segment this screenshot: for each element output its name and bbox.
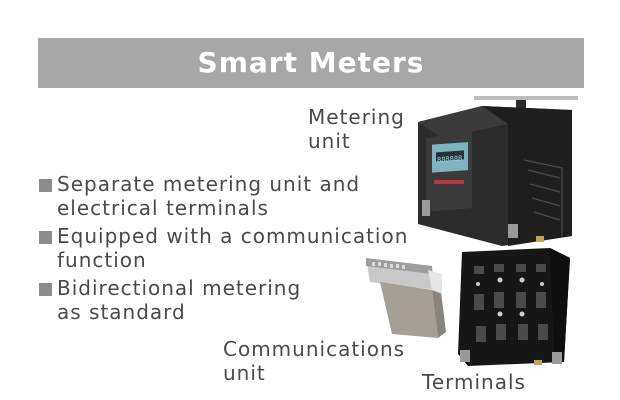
feature-text: Separate metering unit and electrical te… <box>57 172 361 220</box>
feature-list: Separate metering unit and electrical te… <box>39 172 429 328</box>
meter-reading: 888888 <box>437 154 462 164</box>
bullet-square-icon <box>39 283 52 296</box>
feature-item: Separate metering unit and electrical te… <box>39 172 429 220</box>
terminals-image <box>458 248 570 366</box>
feature-text: Bidirectional metering as standard <box>57 276 302 324</box>
metering-unit-image: 888888 <box>418 96 578 246</box>
feature-item: Equipped with a communication function <box>39 224 429 272</box>
feature-item: Bidirectional metering as standard <box>39 276 429 324</box>
terminals-label: Terminals <box>422 370 526 394</box>
page-title: Smart Meters <box>197 46 425 79</box>
bullet-square-icon <box>39 179 52 192</box>
bullet-square-icon <box>39 231 52 244</box>
communications-unit-label: Communications unit <box>223 337 406 385</box>
communications-unit-image <box>366 258 446 338</box>
metering-unit-label: Metering unit <box>308 105 405 153</box>
feature-text: Equipped with a communication function <box>57 224 409 272</box>
page-title-banner: Smart Meters <box>38 38 584 88</box>
